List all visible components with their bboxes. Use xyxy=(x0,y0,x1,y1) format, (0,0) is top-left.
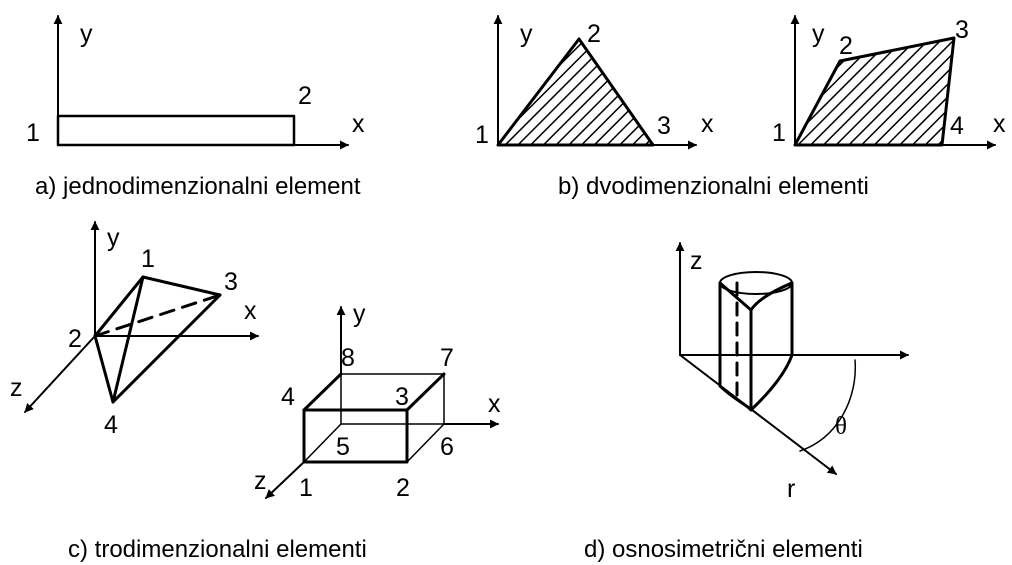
c-tet-z-label: z xyxy=(10,374,23,402)
c-hex-node-1: 1 xyxy=(299,474,313,502)
b-quad-node-3: 3 xyxy=(955,16,969,44)
a-x-label: x xyxy=(352,110,365,138)
panel-a-one-dimensional: y x 1 2 a) jednodimenzionalni element xyxy=(26,15,365,200)
c-hex-y-label: y xyxy=(353,300,366,328)
d-z-label: z xyxy=(690,247,703,275)
c-hex-node-7: 7 xyxy=(440,344,454,372)
c-hex-node-4: 4 xyxy=(281,383,295,411)
b-quad-node-1: 1 xyxy=(772,119,786,147)
c-tetrahedron-element xyxy=(93,275,222,404)
c-hex-node-8: 8 xyxy=(341,344,355,372)
a-node-2: 2 xyxy=(298,82,312,110)
a-node-1: 1 xyxy=(26,119,40,147)
b-quad-node-2: 2 xyxy=(839,32,853,60)
c-tet-x-label: x xyxy=(244,297,257,325)
b-quad-element xyxy=(793,36,956,147)
d-axisymmetric-element xyxy=(718,271,794,412)
c-tet-node-4: 4 xyxy=(104,411,118,439)
c-hex-node-6: 6 xyxy=(440,433,454,461)
b-tri-node-2: 2 xyxy=(587,20,601,48)
c-tet-node-2: 2 xyxy=(68,325,82,353)
b-tri-x-label: x xyxy=(701,110,714,138)
panel-c-three-dimensional: y x z 1 2 3 4 y x z 1 2 3 4 5 6 7 8 xyxy=(10,221,501,563)
panel-d-axisymmetric: z r θ d) osnosimetrični elementi xyxy=(584,242,909,563)
c-hex-node-2: 2 xyxy=(396,474,410,502)
c-tet-node-1: 1 xyxy=(141,245,155,273)
b-quad-node-4: 4 xyxy=(950,112,964,140)
b-caption: b) dvodimenzionalni elementi xyxy=(558,173,869,200)
a-bar-element xyxy=(56,114,296,147)
c-tet-y-label: y xyxy=(107,224,120,252)
c-hex-x-label: x xyxy=(488,390,501,418)
c-hex-node-3: 3 xyxy=(395,383,409,411)
b-tri-y-label: y xyxy=(520,20,533,48)
d-angle-arc xyxy=(799,359,857,452)
d-r-label: r xyxy=(787,475,795,503)
b-tri-node-3: 3 xyxy=(657,112,671,140)
d-r-axis xyxy=(679,354,837,475)
b-tri-node-1: 1 xyxy=(475,121,489,149)
d-caption: d) osnosimetrični elementi xyxy=(584,536,863,563)
b-triangle-element xyxy=(496,37,655,147)
c-hex-z-label: z xyxy=(254,467,267,495)
c-caption: c) trodimenzionalni elementi xyxy=(68,536,367,563)
b-quad-x-label: x xyxy=(993,110,1006,138)
d-theta-label: θ xyxy=(835,413,847,440)
b-quad-y-label: y xyxy=(812,20,825,48)
c-hex-node-5: 5 xyxy=(336,433,350,461)
c-tet-z-axis xyxy=(24,335,96,413)
a-y-label: y xyxy=(80,20,93,48)
panel-b-two-dimensional: y x 1 2 3 y x 1 2 3 4 b) dvodimenzionaln… xyxy=(475,15,1006,200)
a-caption: a) jednodimenzionalni element xyxy=(35,173,361,200)
c-tet-node-3: 3 xyxy=(224,268,238,296)
c-hexahedron-element xyxy=(302,372,446,464)
c-hex-z-axis xyxy=(265,461,305,499)
